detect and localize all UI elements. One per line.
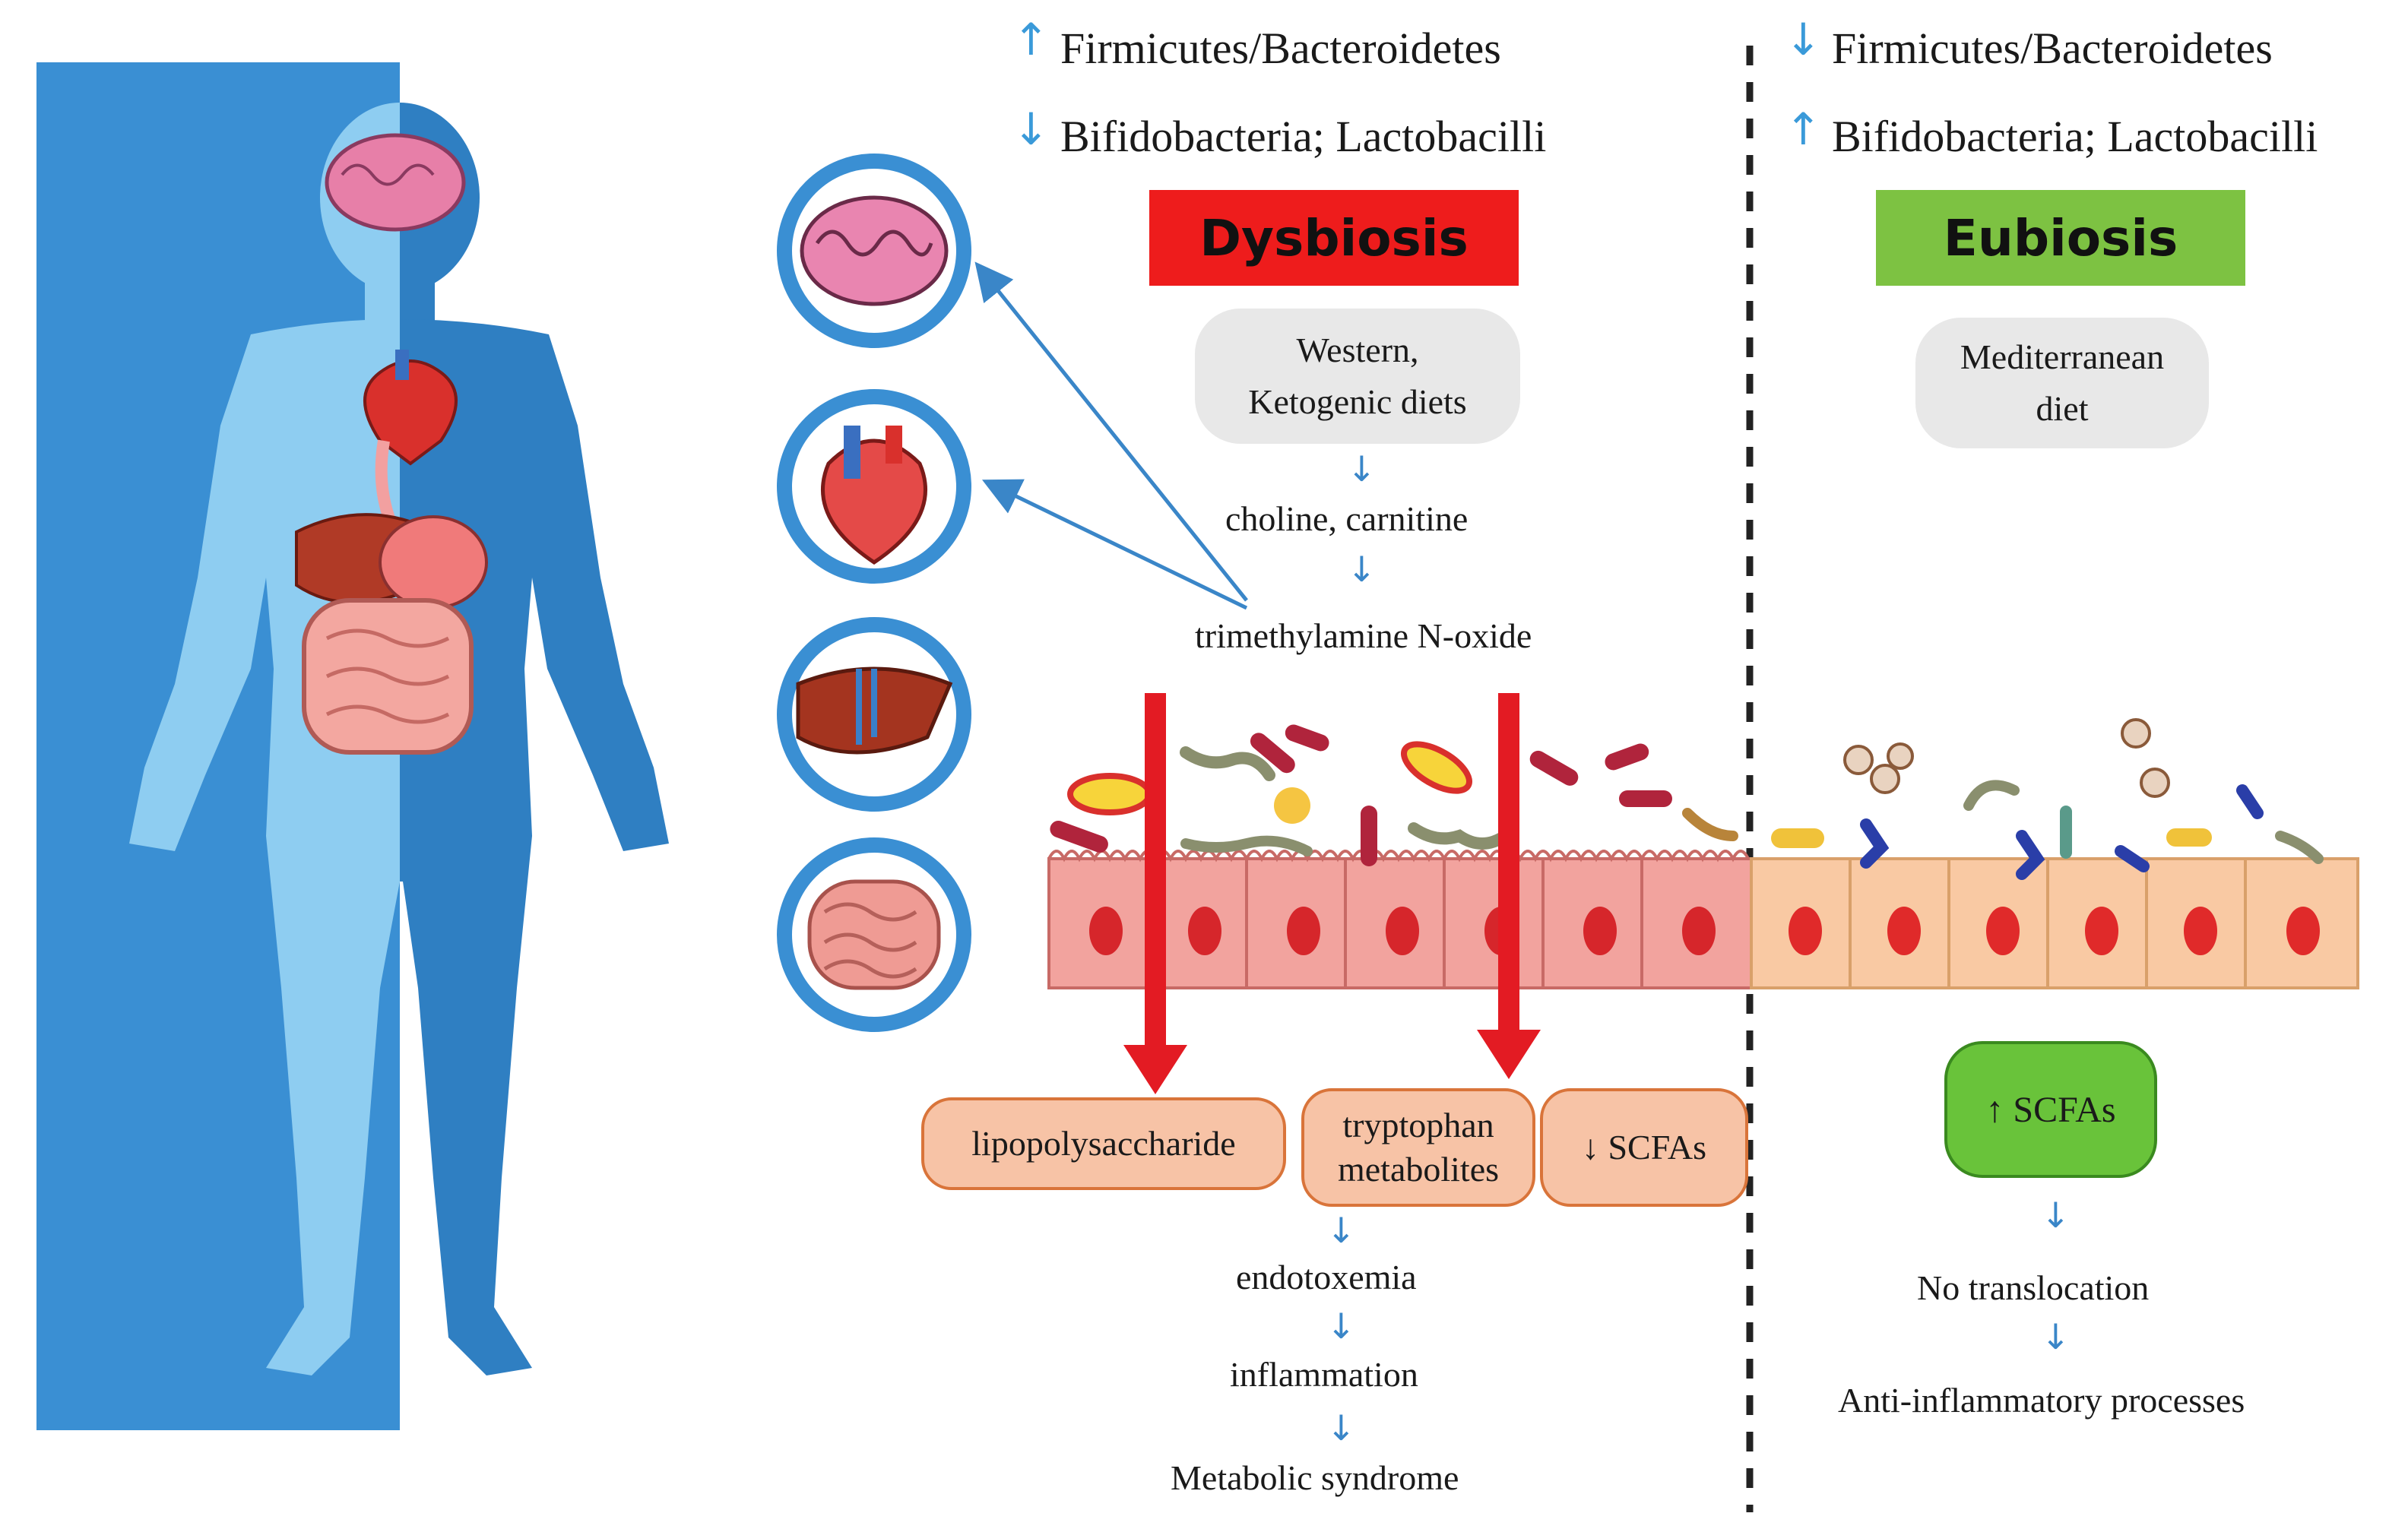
body-heart-icon xyxy=(363,359,458,466)
pill-scfas-increase: ↑ SCFAs xyxy=(1944,1041,2157,1178)
eubiosis-diet-box: Mediterranean diet xyxy=(1915,318,2209,448)
flow-no-translocation: No translocation xyxy=(1917,1268,2150,1307)
liver-circle xyxy=(777,617,971,812)
dysbiosis-diet-line2: Ketogenic diets xyxy=(1248,382,1467,421)
flow-endotoxemia: endotoxemia xyxy=(1236,1258,1417,1296)
flow-arrow-6-icon: ↓ xyxy=(2041,1195,2071,1236)
flow-arrow-3-icon: ↓ xyxy=(1326,1210,1356,1251)
dysbiosis-bacteria xyxy=(1050,724,1738,866)
flow-arrow-4-icon: ↓ xyxy=(1326,1306,1356,1347)
dysbiosis-title: Dysbiosis xyxy=(1149,190,1519,286)
human-body-figure xyxy=(36,62,669,1430)
intestine-circle xyxy=(777,837,971,1032)
brain-circle xyxy=(777,154,971,348)
flow-metabolic-syndrome: Metabolic syndrome xyxy=(1171,1458,1459,1497)
arrow-tmao-to-brain xyxy=(974,261,1248,602)
dysbiosis-firmicutes-label: Firmicutes/Bacteroidetes xyxy=(1060,24,1501,73)
red-arrow-left-head xyxy=(1123,1045,1187,1094)
heart-circle xyxy=(777,389,971,584)
flow-arrow-5-icon: ↓ xyxy=(1326,1407,1356,1448)
dysbiosis-epithelium xyxy=(1047,850,1753,989)
eubiosis-epithelium xyxy=(1750,857,2359,989)
dysbiosis-diet-box: Western, Ketogenic diets xyxy=(1195,309,1520,444)
organ-circles xyxy=(777,154,971,1032)
pill-tryptophan-line1: tryptophan xyxy=(1342,1106,1494,1144)
dysbiosis-firmicutes-up-icon: ↑ xyxy=(1012,14,1050,65)
dysbiosis-bifido-label: Bifidobacteria; Lactobacilli xyxy=(1060,112,1547,161)
eubiosis-firmicutes-label: Firmicutes/Bacteroidetes xyxy=(1832,24,2273,73)
eubiosis-diet-line2: diet xyxy=(2036,389,2089,428)
red-arrow-right-head xyxy=(1477,1030,1541,1079)
flow-anti-inflammatory: Anti-inflammatory processes xyxy=(1838,1381,2245,1420)
dysbiosis-bifido-down-icon: ↓ xyxy=(1012,103,1050,155)
flow-arrow-2-icon: ↓ xyxy=(1347,549,1377,590)
flow-arrow-1-icon: ↓ xyxy=(1347,448,1377,489)
flow-arrow-7-icon: ↓ xyxy=(2041,1316,2071,1357)
flow-choline: choline, carnitine xyxy=(1225,499,1469,538)
dysbiosis-diet-line1: Western, xyxy=(1296,331,1419,369)
eubiosis-bifido-up-icon: ↑ xyxy=(1785,103,1822,155)
pill-lipopolysaccharide: lipopolysaccharide xyxy=(921,1097,1286,1190)
eubiosis-bifido-label: Bifidobacteria; Lactobacilli xyxy=(1832,112,2318,161)
eubiosis-firmicutes-down-icon: ↓ xyxy=(1785,14,1822,65)
pill-scfas-decrease: ↓ SCFAs xyxy=(1540,1088,1748,1207)
eubiosis-title: Eubiosis xyxy=(1876,190,2245,286)
pill-tryptophan-line2: metabolites xyxy=(1337,1150,1500,1189)
eubiosis-diet-line1: Mediterranean xyxy=(1960,337,2165,376)
flow-inflammation: inflammation xyxy=(1230,1355,1418,1394)
flow-tmao: trimethylamine N-oxide xyxy=(1195,616,1532,655)
eubiosis-bacteria xyxy=(1771,718,2324,880)
pill-tryptophan-metabolites: tryptophan metabolites xyxy=(1301,1088,1535,1207)
arrow-tmao-to-heart xyxy=(982,479,1248,610)
